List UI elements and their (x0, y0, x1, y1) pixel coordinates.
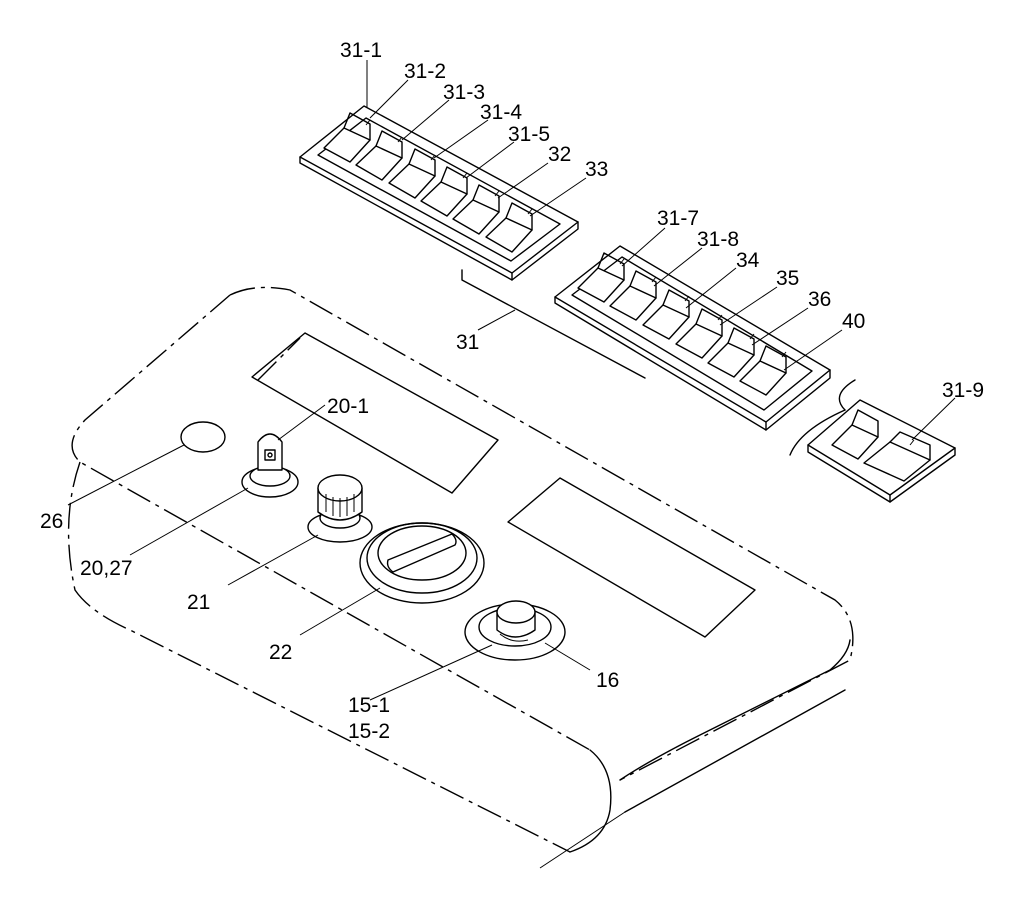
label-31-4: 31-4 (480, 101, 522, 124)
label-31-9: 31-9 (942, 379, 984, 402)
label-15-2: 15-2 (348, 720, 390, 743)
label-31-8: 31-8 (697, 228, 739, 251)
panel-bottom-corner (539, 811, 626, 869)
leader-lines (67, 60, 956, 701)
label-31-1: 31-1 (340, 39, 382, 62)
label-22: 22 (269, 641, 292, 664)
label-15-1: 15-1 (348, 694, 390, 717)
label-36: 36 (808, 288, 831, 311)
label-31-7: 31-7 (657, 207, 699, 230)
panel-front-edge (67, 461, 571, 853)
panel-front-curve (569, 749, 612, 853)
label-33: 33 (585, 158, 608, 181)
callout-labels: 31-1 31-2 31-3 31-4 31-5 32 33 31 31-7 3… (40, 39, 984, 743)
panel-right-lower (624, 689, 846, 813)
label-20-1: 20-1 (327, 395, 369, 418)
label-26: 26 (40, 510, 63, 533)
label-20-27: 20,27 (80, 557, 133, 580)
label-40: 40 (842, 310, 865, 333)
push-button-icon (180, 421, 226, 453)
label-35: 35 (776, 267, 799, 290)
rocker-switch-icon (831, 409, 931, 482)
label-31-3: 31-3 (443, 81, 485, 104)
break-line-top (838, 379, 856, 411)
break-line-mid (789, 409, 846, 456)
recess-left-edge (257, 337, 301, 381)
label-31: 31 (456, 331, 479, 354)
label-34: 34 (736, 249, 760, 272)
switch-bank-2 (554, 245, 831, 431)
panel-right-side (619, 639, 851, 781)
console-panel (67, 286, 854, 869)
key-switch-icon (241, 433, 299, 498)
label-16: 16 (596, 669, 619, 692)
rotary-knob-icon (307, 474, 373, 543)
control-knob-icon (464, 600, 566, 661)
label-31-2: 31-2 (404, 60, 446, 83)
label-31-5: 31-5 (508, 123, 550, 146)
label-21: 21 (187, 591, 210, 614)
recess-left (251, 332, 499, 494)
switch-bank-1 (299, 105, 579, 281)
bracket-31 (461, 269, 646, 379)
label-32: 32 (548, 143, 571, 166)
recess-right (507, 477, 756, 638)
panel-top-edge (229, 286, 854, 781)
rocker-switch-icon (323, 112, 533, 253)
switch-bank-3 (789, 379, 956, 503)
rocker-switch-icon (577, 252, 787, 396)
dial-icon (359, 522, 485, 604)
panel-left-edge (71, 294, 591, 751)
